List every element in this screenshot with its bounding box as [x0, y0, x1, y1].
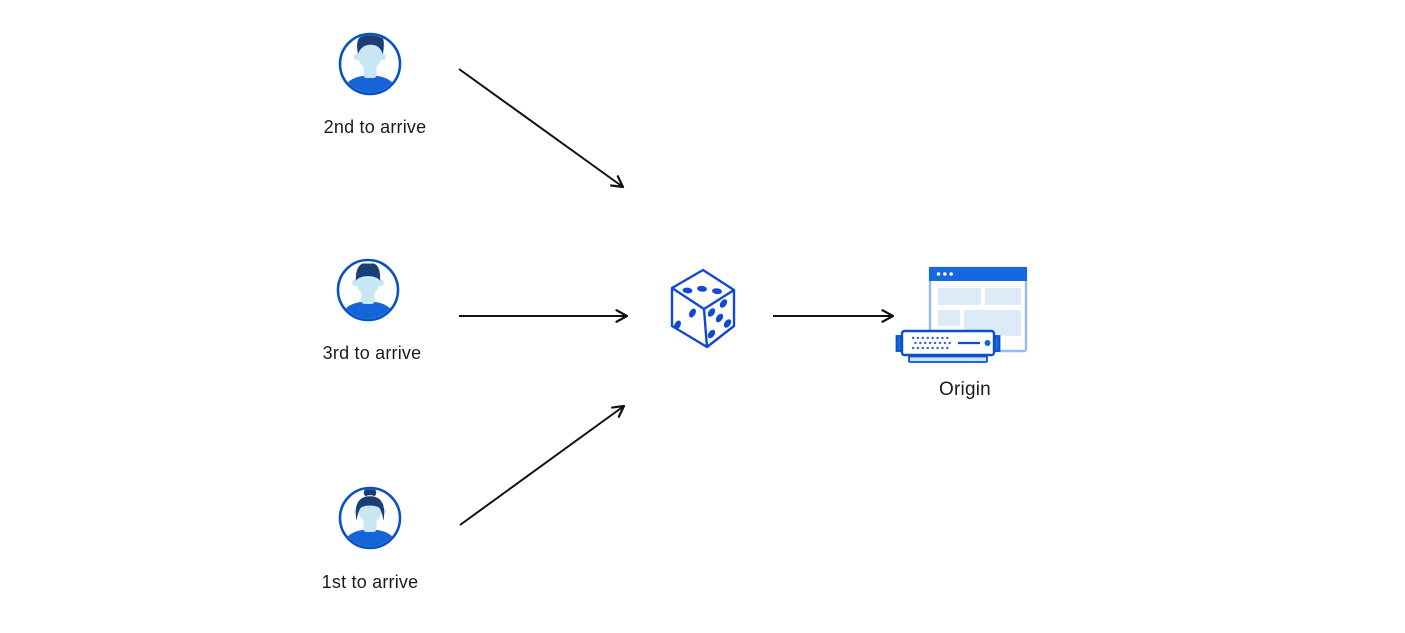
user-avatar-male-swept-hair [338, 32, 402, 96]
server-vent-dots [911, 336, 953, 350]
user-avatar-female-bun [338, 486, 402, 550]
dice-icon [670, 268, 736, 349]
user-avatar-male-short-hair [336, 258, 400, 322]
server-led [984, 340, 991, 346]
server-appliance [895, 329, 1001, 363]
user-label-1st-to-arrive: 1st to arrive [321, 572, 419, 592]
arrow-user1-to-dice [459, 404, 626, 526]
user-label-3rd-to-arrive: 3rd to arrive [322, 343, 422, 363]
arrow-user2-to-dice [458, 68, 625, 189]
user-label-2nd-to-arrive: 2nd to arrive [323, 117, 427, 137]
origin-server-icon [895, 266, 1028, 363]
browser-titlebar [929, 267, 1027, 281]
origin-label: Origin [939, 379, 991, 400]
